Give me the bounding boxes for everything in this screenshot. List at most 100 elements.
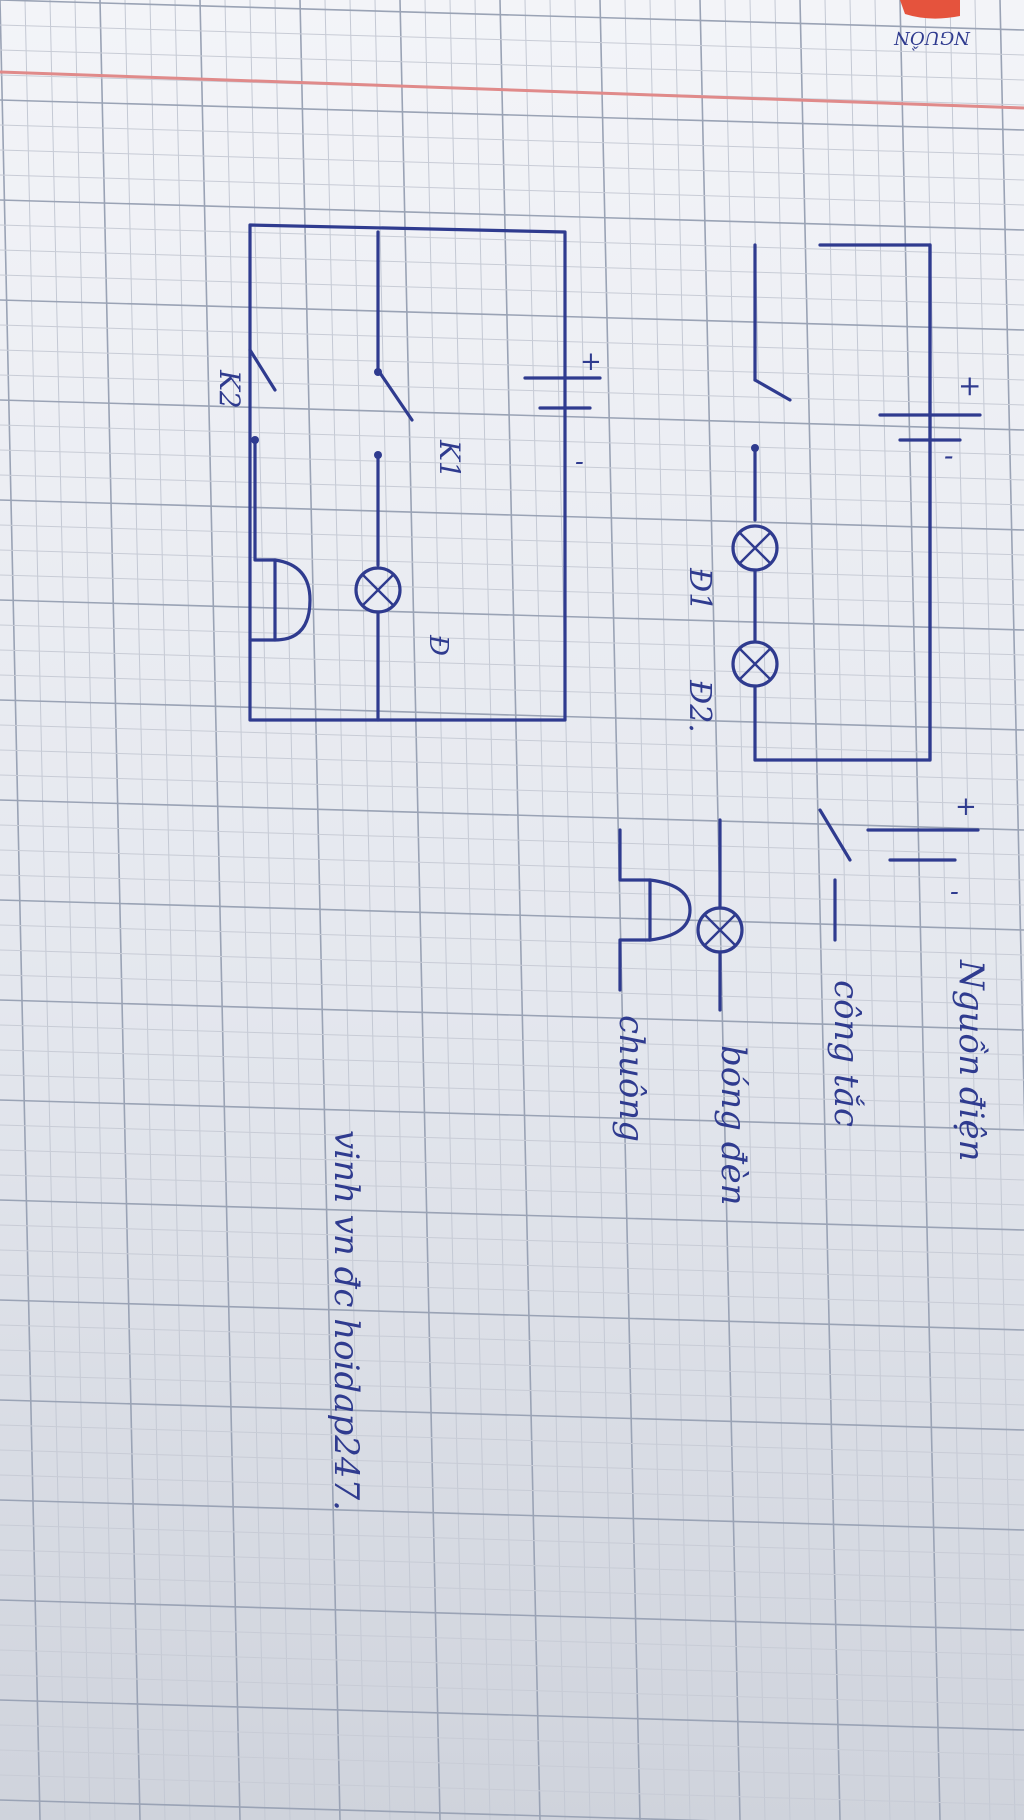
grid-line-vertical bbox=[249, 0, 291, 1820]
grid-line-vertical bbox=[449, 0, 491, 1820]
grid-line-horizontal bbox=[0, 449, 1024, 481]
grid-line-vertical bbox=[699, 0, 741, 1820]
grid-line-horizontal bbox=[0, 24, 1024, 56]
grid-line-vertical bbox=[774, 0, 816, 1820]
grid-line-vertical bbox=[49, 0, 91, 1820]
grid-line-vertical bbox=[399, 0, 441, 1820]
grid-line-horizontal bbox=[0, 1549, 1024, 1581]
grid-line-horizontal bbox=[0, 949, 1024, 981]
grid-line-horizontal bbox=[0, 1324, 1024, 1356]
grid-line-horizontal bbox=[0, 899, 1024, 931]
grid-line-horizontal bbox=[0, 299, 1024, 331]
grid-line-horizontal bbox=[0, 1424, 1024, 1456]
grid-line-vertical bbox=[74, 0, 116, 1820]
grid-line-vertical bbox=[874, 0, 916, 1820]
grid-line-vertical bbox=[124, 0, 166, 1820]
grid-line-horizontal bbox=[0, 1199, 1024, 1231]
grid-line-horizontal bbox=[0, 1224, 1024, 1256]
grid-line-horizontal bbox=[0, 574, 1024, 606]
margin-line bbox=[0, 70, 1024, 110]
grid-line-horizontal bbox=[0, 0, 1024, 31]
grid-line-horizontal bbox=[0, 1049, 1024, 1081]
grid-line-horizontal bbox=[0, 274, 1024, 306]
grid-line-horizontal bbox=[0, 699, 1024, 731]
grid-line-horizontal bbox=[0, 1749, 1024, 1781]
grid-line-horizontal bbox=[0, 924, 1024, 956]
grid-line-horizontal bbox=[0, 1449, 1024, 1481]
legend-plus: + bbox=[955, 792, 977, 822]
grid-line-horizontal bbox=[0, 1699, 1024, 1731]
circuit1-plus: + bbox=[958, 369, 981, 402]
grid-line-horizontal bbox=[0, 874, 1024, 906]
grid-line-horizontal bbox=[0, 1724, 1024, 1756]
grid-line-horizontal bbox=[0, 1524, 1024, 1556]
grid-line-horizontal bbox=[0, 1349, 1024, 1381]
grid-line-horizontal bbox=[0, 624, 1024, 656]
grid-line-horizontal bbox=[0, 1099, 1024, 1131]
legend-switch-label: công tắc bbox=[826, 980, 866, 1127]
grid-line-horizontal bbox=[0, 1274, 1024, 1306]
legend: + - Nguồn điện công tắc bóng đèn chuông bbox=[611, 792, 991, 1206]
legend-source-label: Nguồn điện bbox=[951, 959, 991, 1162]
grid-line-horizontal bbox=[0, 474, 1024, 506]
grid-line-horizontal bbox=[0, 1374, 1024, 1406]
grid-line-horizontal bbox=[0, 1624, 1024, 1656]
grid-line-horizontal bbox=[0, 999, 1024, 1031]
grid-line-horizontal bbox=[0, 499, 1024, 531]
grid-line-horizontal bbox=[0, 49, 1024, 81]
grid-line-horizontal bbox=[0, 1674, 1024, 1706]
grid-line-horizontal bbox=[0, 249, 1024, 281]
legend-bell-label: chuông bbox=[611, 1015, 651, 1142]
grid-line-vertical bbox=[224, 0, 266, 1820]
grid-line-horizontal bbox=[0, 349, 1024, 381]
lamp-d-label: Đ bbox=[423, 634, 453, 656]
grid-line-horizontal bbox=[0, 1149, 1024, 1181]
grid-line-horizontal bbox=[0, 849, 1024, 881]
grid-line-horizontal bbox=[0, 824, 1024, 856]
grid-line-horizontal bbox=[0, 1474, 1024, 1506]
switch2-label: K2 bbox=[213, 369, 246, 409]
grid-line-vertical bbox=[899, 0, 941, 1820]
grid-line-vertical bbox=[0, 0, 41, 1820]
grid-line-vertical bbox=[374, 0, 416, 1820]
grid-line-horizontal bbox=[0, 399, 1024, 431]
grid-line-horizontal bbox=[0, 1024, 1024, 1056]
grid-line-horizontal bbox=[0, 1174, 1024, 1206]
signature: vinh vn đc hoidap247. bbox=[326, 1130, 366, 1511]
grid-line-vertical bbox=[499, 0, 541, 1820]
grid-line-horizontal bbox=[0, 1774, 1024, 1806]
grid-line-horizontal bbox=[0, 1574, 1024, 1606]
grid-line-vertical bbox=[724, 0, 766, 1820]
grid-line-vertical bbox=[999, 0, 1024, 1129]
grid-line-vertical bbox=[99, 0, 141, 1820]
grid-line-vertical bbox=[199, 0, 241, 1820]
grid-line-vertical bbox=[924, 0, 966, 1820]
grid-line-horizontal bbox=[0, 1599, 1024, 1631]
legend-minus: - bbox=[950, 877, 959, 907]
grid-line-horizontal bbox=[0, 174, 1024, 206]
circuit1-minus: - bbox=[944, 439, 953, 472]
grid-line-horizontal bbox=[0, 424, 1024, 456]
grid-line-horizontal bbox=[0, 599, 1024, 631]
grid-line-vertical bbox=[974, 0, 1016, 1820]
lamp2-label: Đ2. bbox=[682, 679, 717, 733]
grid-line-vertical bbox=[474, 0, 516, 1820]
grid-line-vertical bbox=[824, 0, 866, 1820]
grid-line-horizontal bbox=[0, 974, 1024, 1006]
grid-line-vertical bbox=[624, 0, 666, 1820]
grid-line-horizontal bbox=[0, 649, 1024, 681]
grid-line-vertical bbox=[24, 0, 66, 1820]
grid-line-horizontal bbox=[0, 1649, 1024, 1681]
lamp1-label: Đ1 bbox=[682, 567, 717, 611]
grid-line-horizontal bbox=[0, 774, 1024, 806]
grid-line-horizontal bbox=[0, 1124, 1024, 1156]
grid-line-vertical bbox=[749, 0, 791, 1820]
grid-line-vertical bbox=[674, 0, 716, 1820]
circuit2-plus: + bbox=[580, 347, 602, 377]
grid-line-vertical bbox=[174, 0, 216, 1820]
grid-line-horizontal bbox=[0, 1499, 1024, 1531]
grid-line-vertical bbox=[649, 0, 691, 1820]
grid-line-vertical bbox=[274, 0, 316, 1820]
grid-line-horizontal bbox=[0, 124, 1024, 156]
